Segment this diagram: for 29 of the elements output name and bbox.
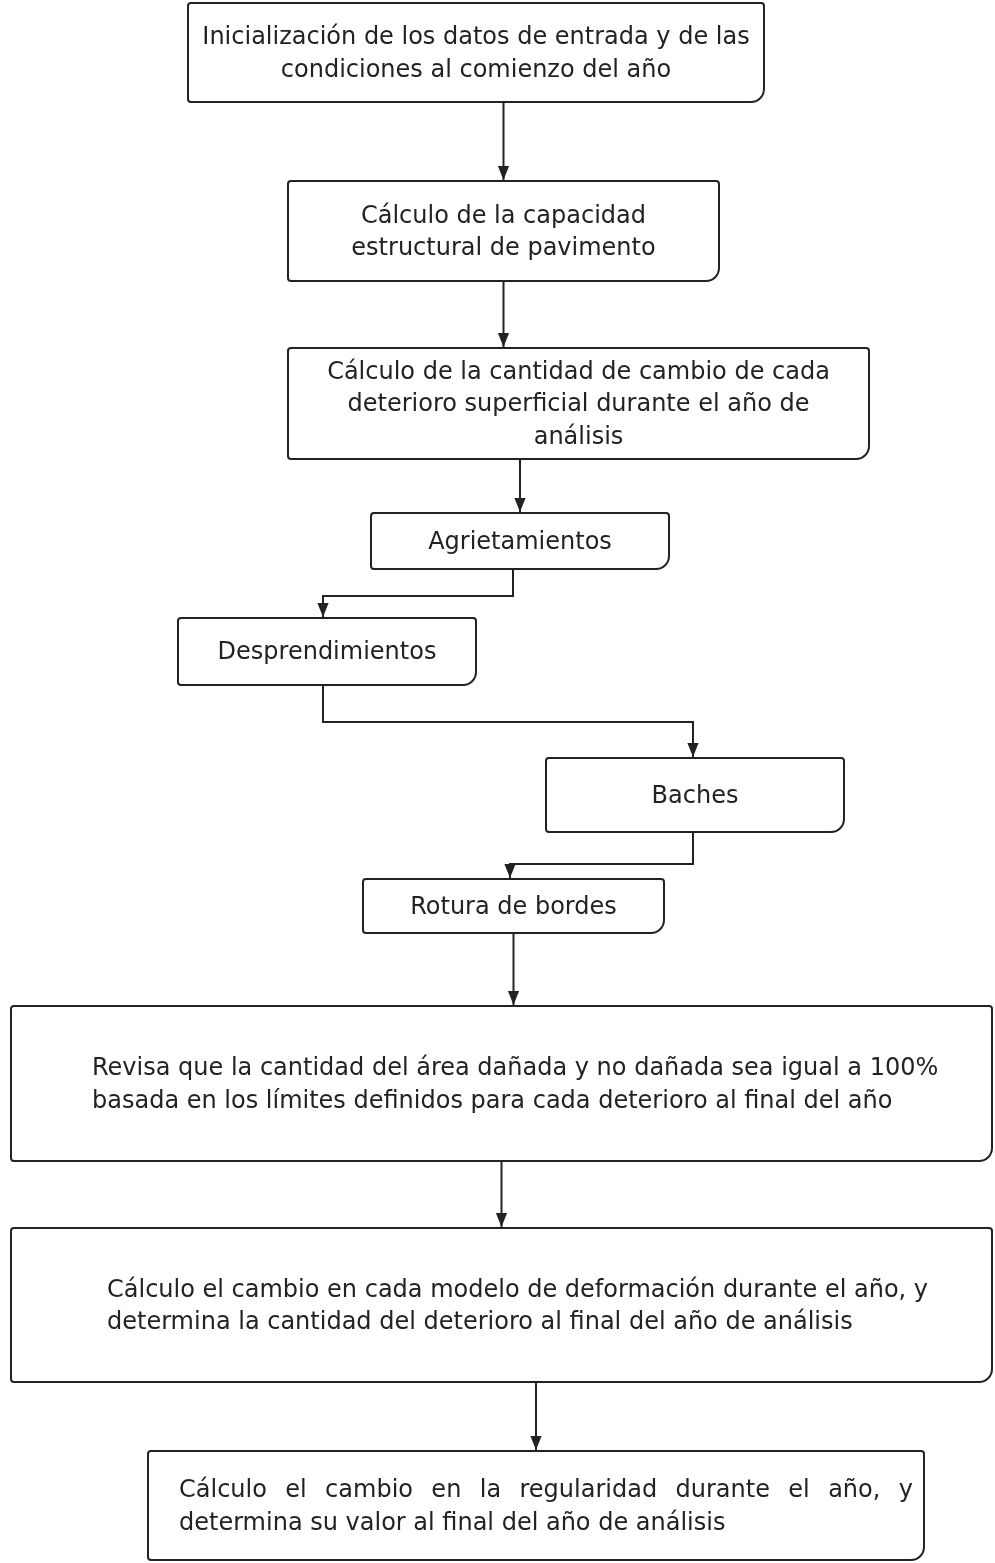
step-text: Cálculo el cambio en la regularidad durante el año, y determina su valor al final del año de análisis [179,1474,913,1538]
process-box [187,2,765,103]
arrow [317,569,514,618]
process-box [362,878,665,934]
step-text: Inicialización de los datos de entrada y de las condiciones al comienzo del año [201,21,751,85]
arrow [495,1161,508,1228]
process-box [10,1227,993,1383]
step-text: Cálculo el cambio en cada modelo de deformación durante el año, y determina la cantidad del deterioro al final del año de análisis [107,1273,930,1337]
step-text: Revisa que la cantidad del área dañada y no dañada sea igual a 100% basada en los límites definidos para cada deterioro al final del año [92,1052,940,1116]
arrow [530,1382,542,1451]
arrow [322,685,699,758]
step-text: Rotura de bordes [409,890,618,922]
process-box [545,757,845,833]
step-text: Agrietamientos [427,525,613,557]
process-box [177,617,477,686]
step-text: Baches [650,779,740,811]
process-box [10,1005,993,1162]
arrow [514,459,526,513]
arrow [507,933,520,1006]
arrow [504,832,694,879]
step-text: Cálculo de la cantidad de cambio de cada deterioro superficial durante el año de análisis [326,355,831,452]
process-box [287,180,720,282]
step-text: Cálculo de la capacidad estructural de pavimento [350,199,657,263]
step-text: Desprendimientos [216,636,438,668]
process-box [287,347,870,460]
arrow [497,281,510,348]
process-box [147,1450,925,1561]
arrow [497,102,510,181]
process-box [370,512,670,570]
